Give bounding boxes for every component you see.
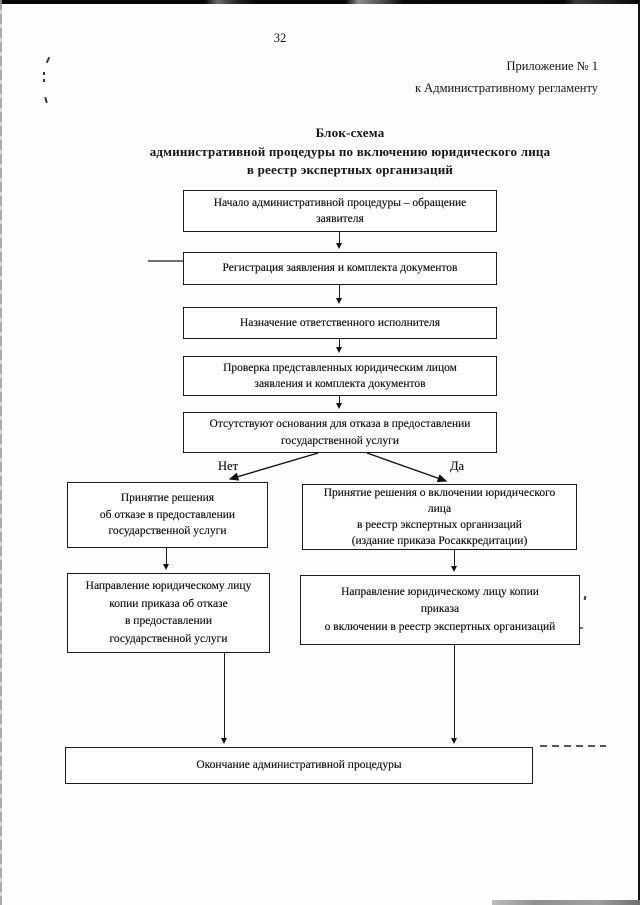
branch-label-yes: Да: [450, 459, 465, 473]
scan-edge-line-right: [638, 0, 640, 905]
arrow-down: [162, 548, 169, 570]
flow-box-verification: Проверка представленных юридическим лицо…: [183, 356, 497, 396]
branch-arrow-no: [228, 452, 319, 481]
flow-box-inclusion-decision: Принятие решения о включении юридическог…: [302, 484, 577, 550]
scan-dash-artifact: [148, 260, 184, 262]
appendix-reference: Приложение № 1 к Административному регла…: [414, 59, 598, 95]
flow-box-end: Окончание административной процедуры: [65, 747, 533, 784]
scan-speckle: [44, 96, 48, 104]
flow-box-decision: Отсутствуют основания для отказа в предо…: [183, 412, 497, 453]
flow-box-assignment: Назначение ответственного исполнителя: [183, 307, 497, 339]
arrow-down: [335, 339, 342, 353]
scan-speckle: [43, 72, 45, 75]
branch-arrows: [228, 452, 448, 483]
page-number: 32: [273, 31, 287, 45]
flow-box-start: Начало административной процедуры – обра…: [183, 190, 497, 232]
arrow-down: [450, 550, 457, 572]
document-title: Блок-схема административной процедуры по…: [149, 125, 551, 177]
scan-speckle: [583, 595, 587, 601]
scan-dash-artifact: [540, 745, 606, 747]
scan-speckle: [43, 79, 45, 82]
flow-box-refusal-copy: Направление юридическому лицу копии прик…: [67, 573, 270, 653]
scan-edge-bar-bottom: [492, 900, 640, 905]
arrow-down: [220, 653, 227, 744]
arrow-down: [450, 645, 457, 744]
flow-box-refusal-decision: Принятие решения об отказе в предоставле…: [67, 482, 268, 548]
flow-box-inclusion-copy: Направление юридическому лицу копии прик…: [300, 575, 580, 645]
scan-speckle: [45, 56, 51, 64]
flow-box-registration: Регистрация заявления и комплекта докуме…: [183, 252, 497, 285]
branch-label-no: Нет: [218, 459, 239, 473]
branch-arrow-yes: [366, 452, 448, 483]
scan-edge-line-left: [0, 0, 2, 905]
scan-edge-bar-top: [0, 0, 640, 4]
arrow-down: [335, 396, 342, 409]
arrow-down: [335, 232, 342, 249]
arrow-down: [335, 285, 342, 304]
